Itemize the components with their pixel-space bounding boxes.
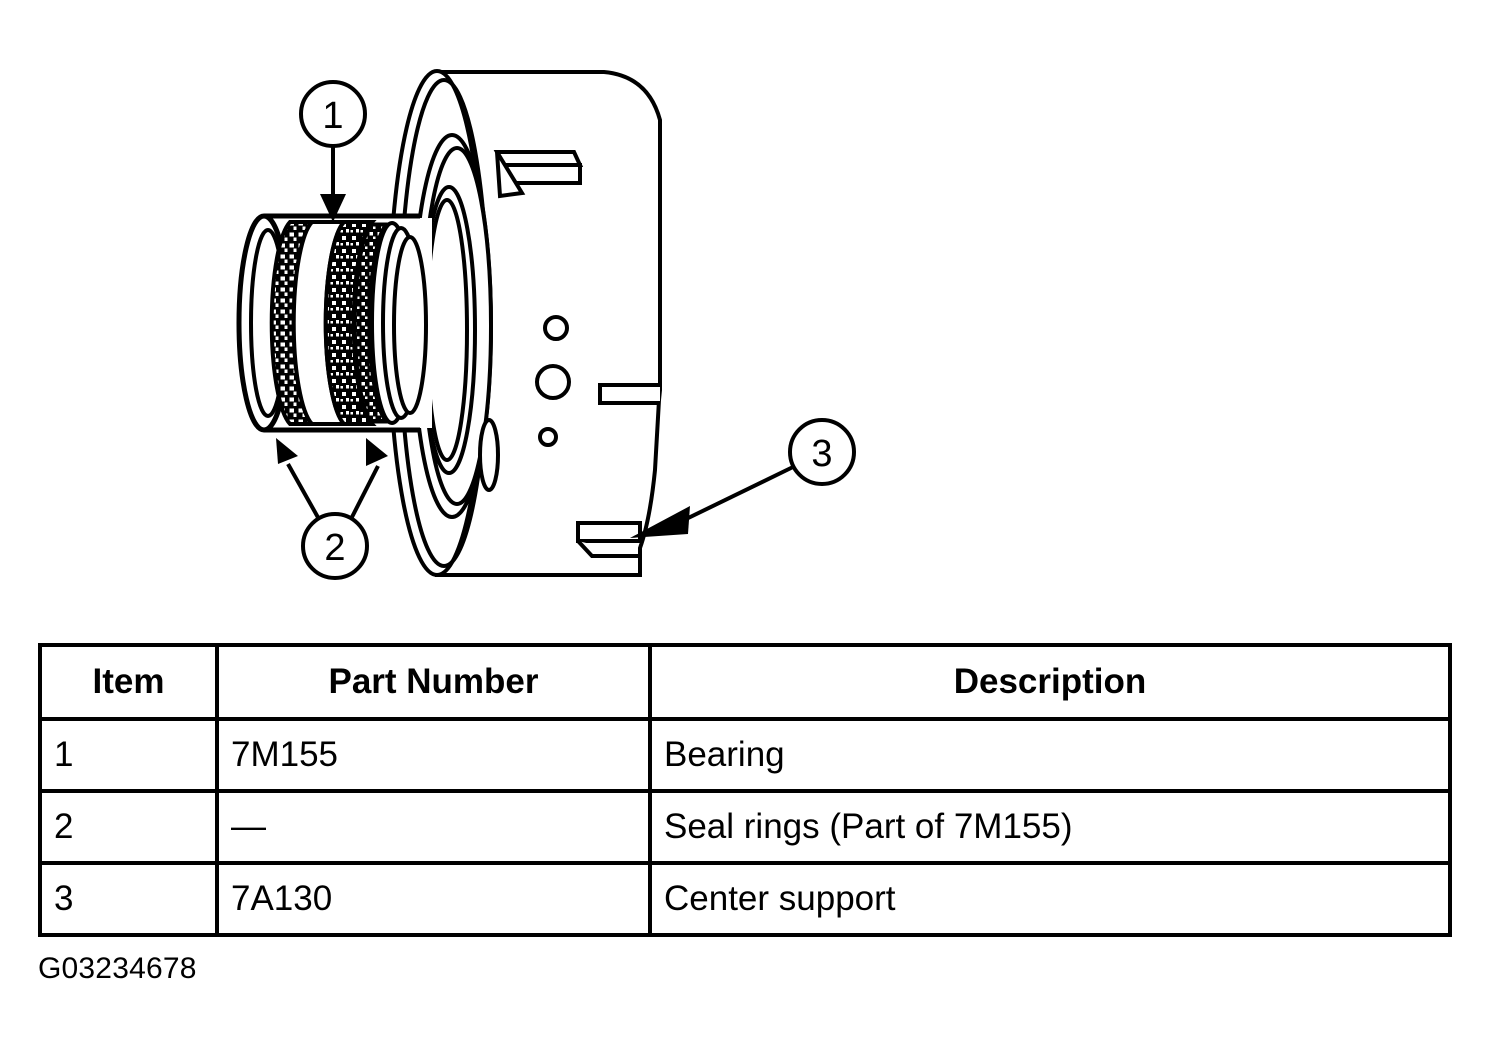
exploded-view-illustration: 1 2 3 — [236, 69, 856, 580]
housing-ring-step-4 — [425, 198, 469, 462]
figure-id-label: G03234678 — [38, 952, 197, 985]
callout-2-leader-left — [286, 463, 322, 522]
cell-description: Center support — [648, 861, 1452, 937]
table-row: 2 — Seal rings (Part of 7M155) — [38, 789, 1452, 865]
callout-2-arrowhead-right — [366, 438, 388, 466]
cell-part-number: 7A130 — [215, 861, 652, 937]
table-row: 3 7A130 Center support — [38, 861, 1452, 937]
center-support-housing — [387, 69, 662, 577]
housing-hole-middle — [535, 364, 571, 400]
callout-2-arrowhead-left — [276, 438, 298, 464]
cell-description: Seal rings (Part of 7M155) — [648, 789, 1452, 865]
table-row: 1 7M155 Bearing — [38, 717, 1452, 793]
cell-item: 2 — [38, 789, 219, 865]
housing-upper-tab-top-face — [493, 150, 584, 167]
housing-lower-rib — [478, 418, 500, 492]
callout-2-bubble[interactable] — [301, 512, 369, 580]
callout-1[interactable]: 1 — [299, 80, 367, 222]
housing-hole-lower — [538, 427, 558, 447]
callout-3-arrowhead — [630, 506, 690, 538]
callout-3-leader — [679, 465, 794, 524]
bearing-roller-band — [353, 222, 390, 424]
housing-hole-upper — [543, 315, 569, 341]
callout-1-number: 1 — [322, 95, 343, 137]
callout-2-leader-right — [348, 465, 380, 522]
housing-bottom-tang-edge — [576, 539, 640, 558]
illustration-canvas: 1 2 3 — [236, 69, 856, 580]
housing-right-step-upper — [598, 383, 660, 405]
column-header-item: Item — [38, 643, 219, 721]
parts-table-head: Item Part Number Description — [38, 643, 1452, 721]
callout-3-number: 3 — [811, 433, 832, 475]
callout-1-arrowhead — [320, 194, 346, 222]
column-header-description: Description — [648, 643, 1452, 721]
bearing-and-seal-stack — [236, 213, 432, 433]
callout-1-bubble[interactable] — [299, 80, 367, 148]
parts-table-container: Item Part Number Description 1 7M155 Bea… — [38, 643, 1452, 937]
callout-2[interactable]: 2 — [276, 438, 388, 580]
parts-table: Item Part Number Description 1 7M155 Bea… — [38, 643, 1452, 937]
callout-2-number: 2 — [324, 527, 345, 569]
table-header-row: Item Part Number Description — [38, 643, 1452, 721]
housing-upper-tab-gusset — [495, 150, 526, 199]
cell-part-number: 7M155 — [215, 717, 652, 793]
cell-item: 1 — [38, 717, 219, 793]
housing-bottom-tang — [576, 521, 642, 543]
cell-part-number: — — [215, 789, 652, 865]
cell-description: Bearing — [648, 717, 1452, 793]
callout-3[interactable]: 3 — [630, 418, 856, 538]
bearing-shoulder-ring-3 — [392, 235, 428, 415]
callout-3-bubble[interactable] — [788, 418, 856, 486]
cell-item: 3 — [38, 861, 219, 937]
parts-table-body: 1 7M155 Bearing 2 — Seal rings (Part of … — [38, 717, 1452, 937]
column-header-part-number: Part Number — [215, 643, 652, 721]
